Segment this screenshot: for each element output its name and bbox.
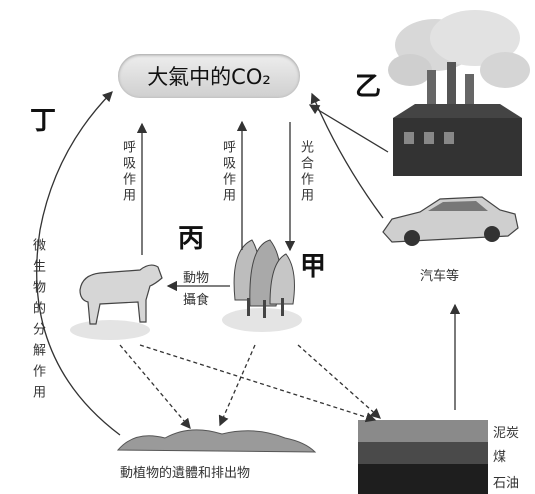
- arrow-cow-fossil: [139, 344, 377, 423]
- marker-jia: 甲: [300, 252, 327, 282]
- label-photosynthesis: 光合作用: [298, 140, 313, 204]
- trees-illustration: [222, 239, 302, 332]
- label-cars: 汽车等: [420, 269, 460, 284]
- marker-yi: 乙: [355, 72, 382, 102]
- label-plant-respiration: 呼吸作用: [220, 140, 235, 204]
- soil-layers: [358, 420, 488, 494]
- label-animal-respiration: 呼吸作用: [120, 140, 135, 204]
- cow-illustration: [70, 264, 163, 340]
- arrow-decomposition: [36, 91, 121, 436]
- arrow-tree-remains: [218, 344, 256, 427]
- car-illustration: [382, 196, 519, 246]
- label-animal-feeding: 動物攝食: [183, 271, 210, 308]
- marker-bing: 丙: [178, 224, 205, 254]
- atmosphere-co2-box: 大氣中的CO₂: [118, 54, 300, 98]
- label-decomposition: 微生物的分解作用: [30, 238, 45, 406]
- debris-pile: [116, 429, 317, 453]
- flow-arrows: [36, 91, 461, 436]
- label-coal: 煤: [493, 450, 507, 465]
- arrow-cow-remains: [119, 344, 191, 429]
- label-oil: 石油: [493, 476, 520, 491]
- label-peat: 泥炭: [493, 426, 520, 441]
- marker-ding: 丁: [30, 106, 57, 136]
- arrow-factory-emission: [308, 104, 389, 153]
- label-remains: 動植物的遺體和排出物: [120, 466, 251, 481]
- factory-illustration: [388, 10, 530, 176]
- atmosphere-label: 大氣中的CO₂: [147, 65, 271, 89]
- arrow-tree-fossil: [297, 344, 381, 419]
- arrow-car-emission: [310, 92, 384, 219]
